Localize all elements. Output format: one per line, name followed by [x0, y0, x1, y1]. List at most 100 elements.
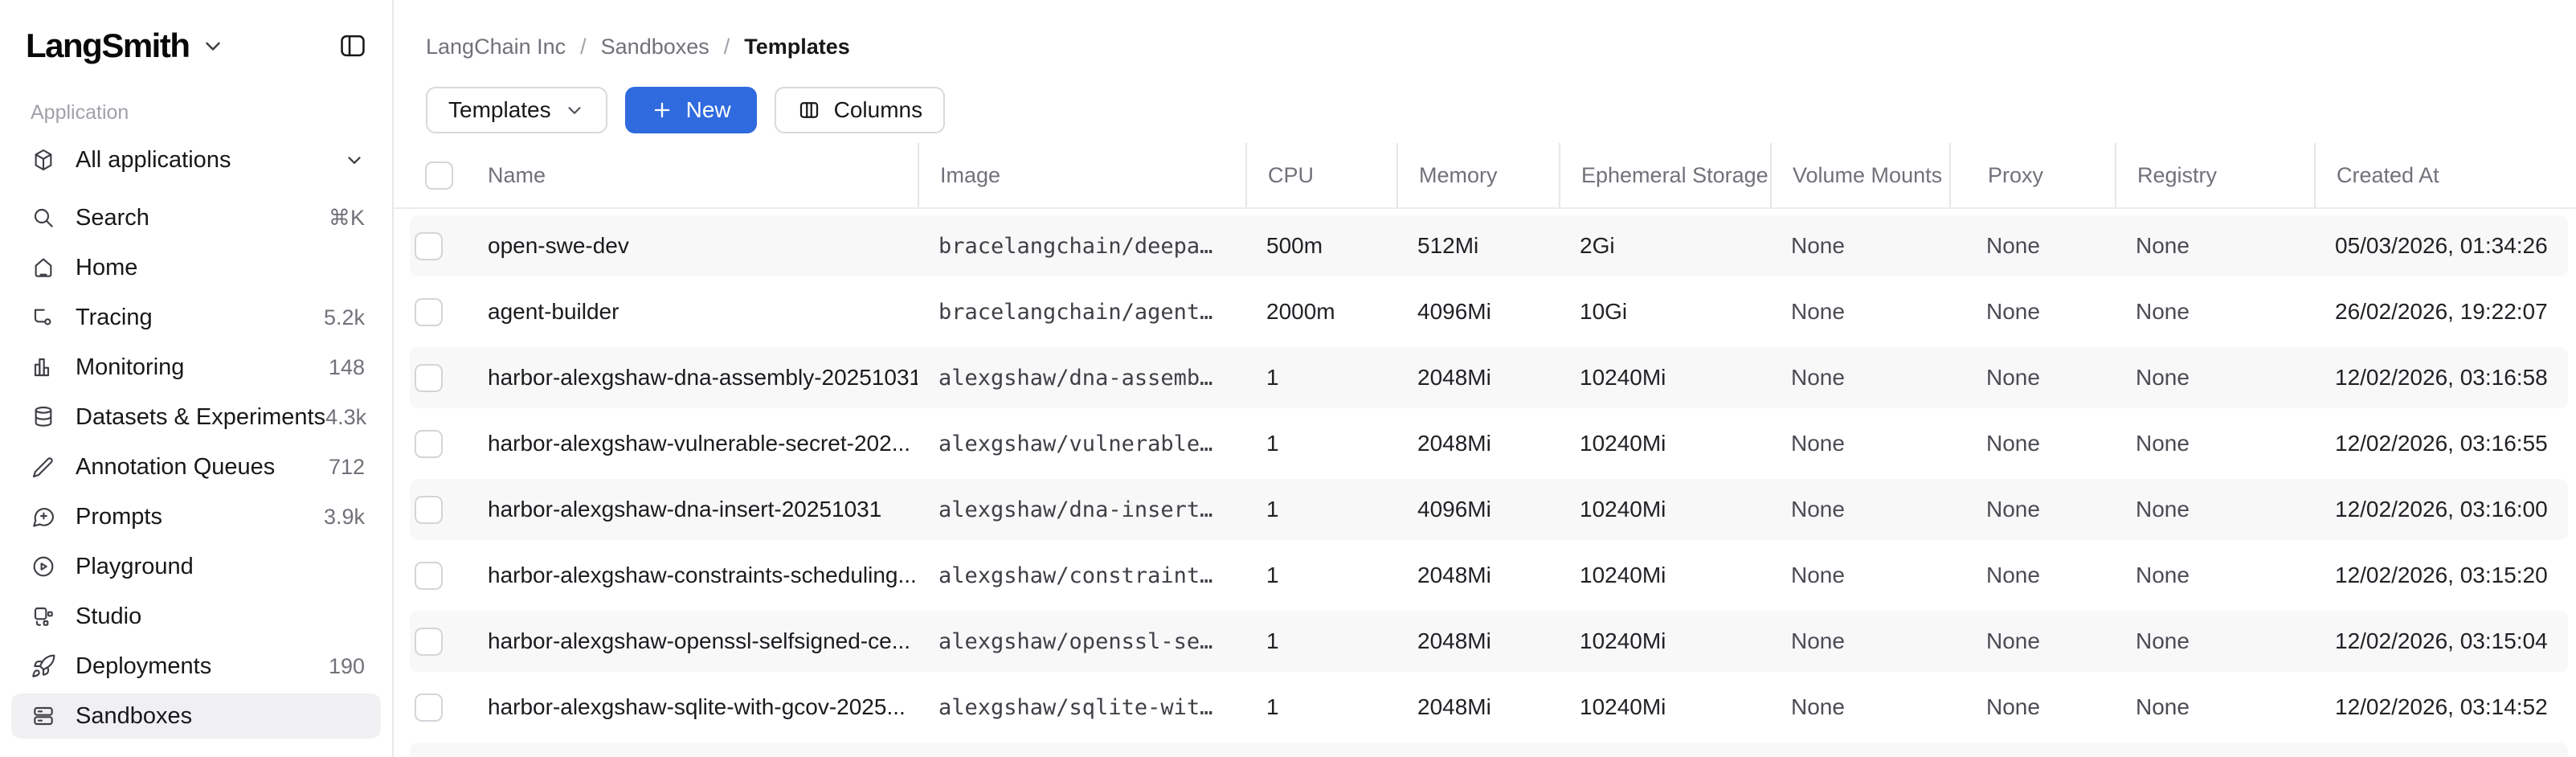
row-checkbox-cell — [394, 677, 488, 738]
column-header-cpu[interactable]: CPU — [1245, 143, 1396, 207]
table-row-partial — [394, 743, 2576, 757]
table-row[interactable]: harbor-alexgshaw-dna-assembly-20251031 a… — [394, 347, 2576, 408]
cell-cpu: 1 — [1266, 563, 1279, 587]
sidebar-item-label: Monitoring — [76, 354, 185, 380]
sidebar-item-tracing[interactable]: Tracing 5.2k — [11, 295, 381, 340]
plus-icon — [654, 102, 669, 118]
sidebar-item-monitoring[interactable]: Monitoring 148 — [11, 345, 381, 390]
row-checkbox[interactable] — [415, 429, 443, 458]
header-checkbox-cell — [394, 143, 488, 207]
cell-ephemeral-storage: 2Gi — [1580, 233, 1615, 258]
new-button-label: New — [685, 97, 731, 122]
sidebar-item-all-applications[interactable]: All applications — [11, 137, 381, 182]
cell-ephemeral-storage: 10240Mi — [1580, 563, 1666, 587]
rocket-icon — [31, 653, 56, 679]
cell-name: harbor-alexgshaw-sqlite-with-gcov-2025..… — [488, 694, 906, 719]
row-checkbox-cell — [394, 281, 488, 342]
sidebar-item-sandboxes[interactable]: Sandboxes — [11, 694, 381, 739]
sidebar-item-studio[interactable]: Studio — [11, 594, 381, 639]
breadcrumb-sandboxes[interactable]: Sandboxes — [600, 34, 709, 59]
cell-memory: 2048Mi — [1417, 365, 1491, 390]
cell-name: harbor-alexgshaw-dna-insert-20251031 — [488, 497, 882, 522]
column-header-proxy[interactable]: Proxy — [1949, 143, 2115, 207]
sidebar-item-playground[interactable]: Playground — [11, 544, 381, 589]
cell-name: harbor-alexgshaw-constraints-scheduling.… — [488, 563, 917, 587]
sidebar-item-prompts[interactable]: Prompts 3.9k — [11, 494, 381, 539]
column-header-memory[interactable]: Memory — [1396, 143, 1559, 207]
cell-ephemeral-storage: 10240Mi — [1580, 628, 1666, 653]
item-count: 190 — [328, 653, 365, 678]
sidebar-item-datasets-experiments[interactable]: Datasets & Experiments 4.3k — [11, 395, 381, 440]
templates-table: Name Image CPU Memory Ephemeral Storage … — [394, 143, 2576, 757]
cell-volume-mounts: None — [1791, 563, 1845, 587]
row-checkbox[interactable] — [415, 297, 443, 326]
cell-registry: None — [2136, 628, 2190, 653]
cell-registry: None — [2136, 299, 2190, 324]
cell-cpu: 500m — [1266, 233, 1323, 258]
sidebar-item-annotation-queues[interactable]: Annotation Queues 712 — [11, 444, 381, 489]
table-row[interactable]: open-swe-dev bracelangchain/deepa… 500m … — [394, 215, 2576, 276]
select-all-checkbox[interactable] — [425, 161, 453, 190]
cell-image: alexgshaw/sqlite-wit… — [938, 694, 1213, 720]
table-row[interactable]: harbor-alexgshaw-dna-insert-20251031 ale… — [394, 479, 2576, 540]
sidebar-item-label: Annotation Queues — [76, 453, 276, 480]
cell-proxy: None — [1986, 431, 2040, 456]
column-header-registry[interactable]: Registry — [2115, 143, 2314, 207]
main-content: LangChain Inc / Sandboxes / Templates Te… — [394, 0, 2576, 757]
cell-volume-mounts: None — [1791, 628, 1845, 653]
sidebar-item-label: Sandboxes — [76, 702, 193, 729]
row-checkbox[interactable] — [415, 231, 443, 260]
cell-image: alexgshaw/vulnerable… — [938, 431, 1213, 456]
cell-volume-mounts: None — [1791, 431, 1845, 456]
home-icon — [31, 255, 56, 280]
columns-button[interactable]: Columns — [774, 87, 946, 133]
table-row[interactable]: harbor-alexgshaw-openssl-selfsigned-ce..… — [394, 611, 2576, 672]
cell-cpu: 1 — [1266, 431, 1279, 456]
sidebar-nav: All applications Search ⌘K Home — [0, 137, 392, 739]
sidebar-item-home[interactable]: Home — [11, 245, 381, 290]
item-count: 5.2k — [323, 305, 365, 329]
cell-volume-mounts: None — [1791, 299, 1845, 324]
cell-memory: 4096Mi — [1417, 497, 1491, 522]
row-checkbox-cell — [394, 611, 488, 672]
sidebar-item-deployments[interactable]: Deployments 190 — [11, 644, 381, 689]
cell-cpu: 1 — [1266, 365, 1279, 390]
sidebar-item-label: Home — [76, 254, 138, 280]
cell-cpu: 1 — [1266, 497, 1279, 522]
table-body: open-swe-dev bracelangchain/deepa… 500m … — [394, 209, 2576, 757]
chevron-down-icon[interactable] — [201, 34, 225, 58]
column-header-name[interactable]: Name — [488, 162, 546, 187]
item-count: 712 — [328, 454, 365, 479]
cell-ephemeral-storage: 10240Mi — [1580, 431, 1666, 456]
cell-proxy: None — [1986, 497, 2040, 522]
row-checkbox[interactable] — [415, 693, 443, 722]
row-checkbox[interactable] — [415, 627, 443, 656]
cell-name: open-swe-dev — [488, 233, 629, 258]
view-selector-dropdown[interactable]: Templates — [426, 87, 607, 133]
cell-memory: 2048Mi — [1417, 628, 1491, 653]
breadcrumb-org[interactable]: LangChain Inc — [426, 34, 566, 59]
cell-volume-mounts: None — [1791, 233, 1845, 258]
cell-volume-mounts: None — [1791, 694, 1845, 719]
row-checkbox[interactable] — [415, 561, 443, 590]
langsmith-logo[interactable]: LangSmith — [26, 27, 190, 64]
column-header-volume-mounts[interactable]: Volume Mounts — [1770, 143, 1949, 207]
table-row[interactable]: harbor-alexgshaw-vulnerable-secret-202..… — [394, 413, 2576, 474]
cell-created-at: 12/02/2026, 03:14:52 — [2335, 694, 2548, 719]
sidebar-item-search[interactable]: Search ⌘K — [11, 195, 381, 240]
sidebar: LangSmith Application All applications — [0, 0, 394, 757]
row-checkbox[interactable] — [415, 495, 443, 524]
table-row[interactable]: harbor-alexgshaw-constraints-scheduling.… — [394, 545, 2576, 606]
column-header-image[interactable]: Image — [918, 143, 1245, 207]
new-template-button[interactable]: New — [624, 87, 757, 133]
table-row[interactable]: agent-builder bracelangchain/agent… 2000… — [394, 281, 2576, 342]
column-header-created-at[interactable]: Created At — [2314, 143, 2576, 207]
cell-image: bracelangchain/agent… — [938, 299, 1213, 325]
column-header-ephemeral-storage[interactable]: Ephemeral Storage — [1559, 143, 1770, 207]
cell-proxy: None — [1986, 628, 2040, 653]
sidebar-collapse-icon[interactable] — [337, 31, 368, 61]
cell-image: alexgshaw/dna-insert… — [938, 497, 1213, 522]
table-row[interactable]: harbor-alexgshaw-sqlite-with-gcov-2025..… — [394, 677, 2576, 738]
cell-registry: None — [2136, 431, 2190, 456]
row-checkbox[interactable] — [415, 363, 443, 392]
